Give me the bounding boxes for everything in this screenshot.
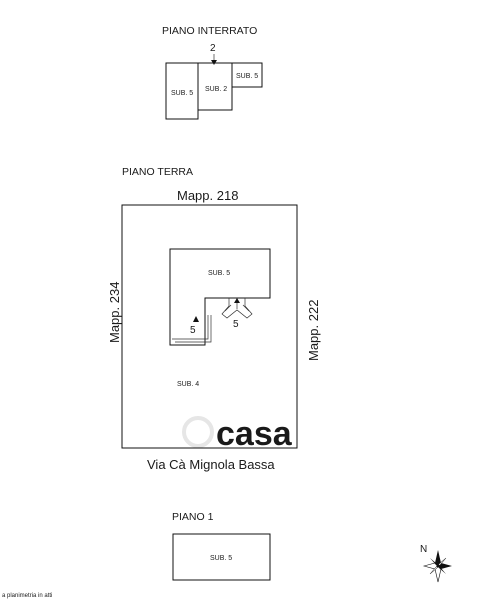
ground-building xyxy=(169,248,271,346)
first-floor-room xyxy=(172,533,271,581)
ground-building-label: SUB. 5 xyxy=(208,270,230,277)
first-floor-label: SUB. 5 xyxy=(210,555,232,562)
lot-boundary xyxy=(121,204,298,449)
basement-label-1: SUB. 5 xyxy=(171,90,193,97)
north-compass-icon xyxy=(422,550,452,583)
street-name: Via Cà Mignola Bassa xyxy=(147,457,275,472)
watermark-logo: casa xyxy=(182,415,293,453)
neighbor-north-label: Mapp. 218 xyxy=(177,188,238,203)
neighbor-east-label: Mapp. 222 xyxy=(306,300,321,361)
basement-room-sub5-right xyxy=(231,62,263,88)
first-floor-title: PIANO 1 xyxy=(172,511,214,523)
basement-label-3: SUB. 5 xyxy=(236,73,258,80)
stair-mark-2: 5 xyxy=(233,319,239,330)
basement-section-marker: 2 xyxy=(210,43,216,54)
ground-yard-label: SUB. 4 xyxy=(177,381,199,388)
neighbor-west-label: Mapp. 234 xyxy=(107,282,122,343)
footer-note: a planimetria in atti xyxy=(2,593,52,599)
compass-north-label: N xyxy=(420,544,427,555)
basement-plan xyxy=(165,62,263,120)
stair-mark-1: 5 xyxy=(190,325,196,336)
watermark-text: casa xyxy=(216,415,293,453)
ground-title: PIANO TERRA xyxy=(122,166,193,178)
stair-mark-bg-1 xyxy=(187,322,197,335)
ground-outer-stair xyxy=(221,298,253,319)
basement-label-2: SUB. 2 xyxy=(205,86,227,93)
basement-title: PIANO INTERRATO xyxy=(162,25,257,37)
